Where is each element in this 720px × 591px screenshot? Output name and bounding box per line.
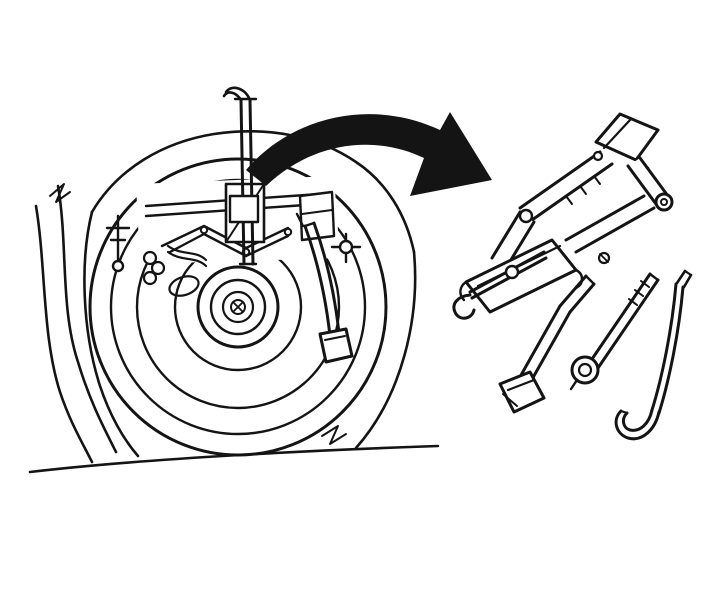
arrow-shape <box>246 112 492 196</box>
hub-ring-inner <box>221 290 255 324</box>
wrench-bend-edge-1 <box>558 274 588 308</box>
arm-lr-edge-2 <box>564 194 646 242</box>
wrench-bend-edge-2 <box>568 282 596 314</box>
hub-bolt <box>230 299 246 315</box>
wheel-nut-wrench <box>498 274 596 414</box>
stowed-wheel-nut-wrench <box>295 212 354 364</box>
body-wavy-line-1 <box>56 184 118 454</box>
jack-screw <box>452 250 548 320</box>
wrench-tip-cut <box>584 274 596 286</box>
line-art-root <box>28 86 693 474</box>
rod-holder-clip <box>228 194 260 224</box>
arm-ll-edge-1 <box>490 210 522 260</box>
jack-handle <box>569 272 660 391</box>
right-bracket-line <box>301 209 333 215</box>
hub-ring-outer <box>196 265 280 349</box>
arm-ur-edge-2 <box>626 164 658 206</box>
hub-ring-middle <box>209 278 267 336</box>
hook-rod-tip-cut <box>683 269 693 277</box>
hook-curve-inner <box>621 408 654 432</box>
arm-ur-fill <box>628 158 668 204</box>
zigzag-mark-left <box>49 183 71 203</box>
hook-rod-edge-1 <box>650 282 678 412</box>
wrench-pad-shadow <box>502 393 518 407</box>
rod-top-hook-1 <box>222 91 243 102</box>
handle-shaft-edge-2 <box>596 278 660 370</box>
arm-ul-fill <box>520 152 612 220</box>
stowed-jack-arm-2 <box>168 232 290 258</box>
body-wavy-line-2 <box>34 204 94 464</box>
stowed-wrench-pad <box>318 327 354 364</box>
arm-ll-fill <box>492 212 534 268</box>
screw-collar <box>504 264 520 280</box>
handle-tip-cut <box>648 272 660 282</box>
stowed-wrench-pad-line <box>324 335 346 341</box>
trunk-opening-contour <box>90 130 416 254</box>
rod-edge-2 <box>248 98 255 266</box>
left-pivot <box>518 208 534 224</box>
strap-line-2 <box>166 250 208 268</box>
transfer-arrow <box>246 112 492 196</box>
arm-ur-edge-1 <box>638 156 670 198</box>
wrench-shaft-edge-1 <box>514 304 562 386</box>
trunk-body-contours <box>28 130 440 474</box>
arm-lr-fill <box>566 196 654 252</box>
base-bolt-slot <box>599 253 609 263</box>
screw-end-hole <box>660 198 668 206</box>
stowed-wrench-top <box>303 221 316 228</box>
gear-teeth <box>565 175 601 205</box>
hub-bolt-slot <box>232 301 244 313</box>
strap-loop <box>168 275 200 297</box>
stowed-wrench-edge-2 <box>312 221 341 335</box>
hook-rod-edge-2 <box>657 285 685 415</box>
rod-top-hook-2 <box>224 86 252 102</box>
saddle-groove <box>602 118 632 150</box>
stowed-jack-pivot-3 <box>283 227 293 237</box>
stowed-wrench-tip <box>295 212 305 228</box>
bolt-washer <box>111 259 125 273</box>
handle-thread-ticks <box>628 280 650 306</box>
strap-line-1 <box>166 244 208 262</box>
left-tie-down-bolt <box>105 214 131 273</box>
stowed-hook-rod <box>222 86 260 266</box>
wrench-pad-line <box>506 378 536 392</box>
handle-eye-outer <box>570 355 600 385</box>
ring-2 <box>150 260 166 276</box>
arm-lr-edge-1 <box>574 206 656 254</box>
rod-edge-1 <box>239 98 246 266</box>
ring-3 <box>142 270 158 286</box>
hook-rod-tip-2 <box>682 273 693 289</box>
hook-curve-outer <box>614 409 661 441</box>
hook-rod-tip-1 <box>675 269 687 285</box>
scissor-jack <box>452 112 674 320</box>
ring-stack <box>142 250 166 286</box>
wing-bolt-head <box>338 239 354 255</box>
stowed-jack-pivot-1 <box>199 225 209 235</box>
hook-rod <box>614 269 693 441</box>
wheel-hub <box>196 265 280 349</box>
screw-end-nut <box>654 192 674 212</box>
saddle-plate <box>594 112 660 162</box>
handle-shaft-edge-1 <box>588 272 652 364</box>
arm-ul-edge-2 <box>530 162 614 222</box>
hook-end-cap <box>619 409 629 415</box>
arm-pin <box>592 150 604 162</box>
zigzag-mark-bottom <box>321 425 347 445</box>
trunk-right-contour <box>354 250 417 450</box>
base-curl-left <box>459 280 468 302</box>
wing-bolt <box>330 232 362 264</box>
handle-eye-inner <box>577 362 593 378</box>
well-outer-rim <box>88 157 388 457</box>
jack-saddle <box>594 112 660 170</box>
handle-eye-tail <box>569 378 579 391</box>
stowed-wrench-edge-1 <box>303 224 332 338</box>
arm-ul-edge-1 <box>518 150 602 210</box>
trunk-left-contour <box>83 210 140 458</box>
ring-1 <box>142 250 158 266</box>
screw-hook-eye <box>452 293 476 320</box>
